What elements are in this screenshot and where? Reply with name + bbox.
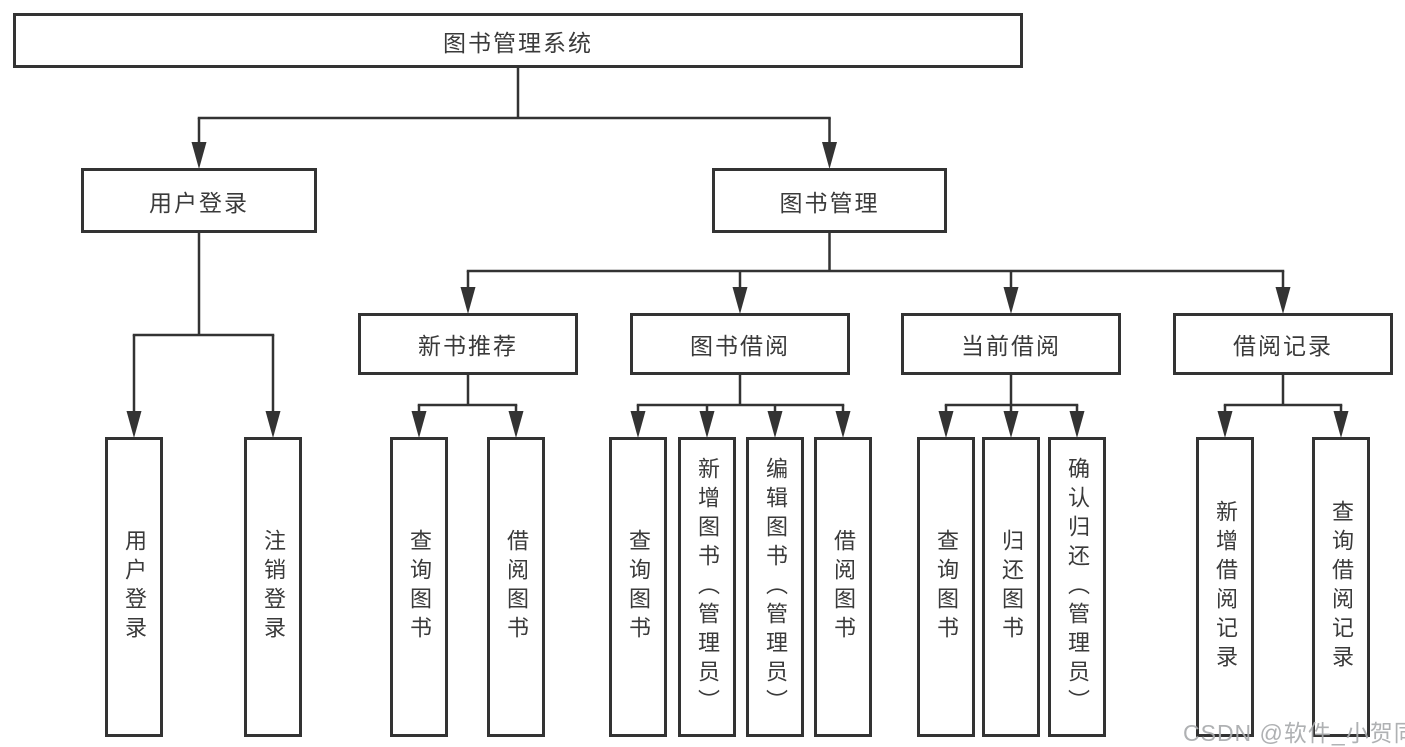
- arrowhead-icon: [699, 411, 715, 438]
- node-book-borrow: 图书借阅: [630, 313, 850, 375]
- node-label: 图书管理: [779, 189, 880, 216]
- node-label: 确认归还（管理员）: [1065, 456, 1090, 718]
- node-label: 借阅记录: [1233, 333, 1333, 359]
- node-borrow-records: 借阅记录: [1173, 313, 1393, 375]
- arrowhead-icon: [1069, 411, 1085, 438]
- node-label: 新增借阅记录: [1213, 500, 1238, 674]
- arrowhead-icon: [460, 287, 476, 314]
- node-label: 查询借阅记录: [1329, 500, 1354, 674]
- node-leaf-logout: 注销登录: [244, 437, 302, 737]
- node-leaf-confirm-return: 确认归还（管理员）: [1048, 437, 1106, 737]
- arrowhead-icon: [822, 142, 837, 169]
- arrowhead-icon: [508, 411, 524, 438]
- node-leaf-edit-book: 编辑图书（管理员）: [746, 437, 804, 737]
- node-label: 注销登录: [261, 529, 286, 645]
- arrowhead-icon: [1003, 287, 1019, 314]
- node-leaf-return-book: 归还图书: [982, 437, 1040, 737]
- node-leaf-add-book: 新增图书（管理员）: [678, 437, 736, 737]
- node-label: 归还图书: [999, 529, 1024, 645]
- arrowhead-icon: [938, 411, 954, 438]
- node-label: 查询图书: [934, 529, 959, 645]
- arrowhead-icon: [732, 287, 748, 314]
- node-current-borrow: 当前借阅: [901, 313, 1121, 375]
- node-leaf-query-record: 查询借阅记录: [1312, 437, 1370, 737]
- node-label: 新书推荐: [418, 333, 518, 359]
- arrowhead-icon: [265, 411, 281, 438]
- node-label: 用户登录: [122, 529, 147, 645]
- arrowhead-icon: [1217, 411, 1233, 438]
- node-user-login: 用户登录: [81, 168, 317, 233]
- node-leaf-query-book-1: 查询图书: [390, 437, 448, 737]
- arrowhead-icon: [1003, 411, 1019, 438]
- arrowhead-icon: [1275, 287, 1291, 314]
- node-label: 编辑图书（管理员）: [763, 456, 788, 718]
- node-root: 图书管理系统: [13, 13, 1023, 68]
- node-leaf-borrow-book-2: 借阅图书: [814, 437, 872, 737]
- node-leaf-borrow-book-1: 借阅图书: [487, 437, 545, 737]
- node-label: 当前借阅: [961, 333, 1061, 359]
- arrowhead-icon: [191, 142, 207, 169]
- arrowhead-icon: [767, 411, 783, 438]
- arrowhead-icon: [835, 411, 851, 438]
- node-label: 图书管理系统: [443, 29, 593, 56]
- node-label: 用户登录: [149, 189, 249, 216]
- node-leaf-query-book-3: 查询图书: [917, 437, 975, 737]
- arrowhead-icon: [1333, 411, 1349, 438]
- arrowhead-icon: [126, 411, 142, 438]
- node-new-book-rec: 新书推荐: [358, 313, 578, 375]
- node-leaf-user-login: 用户登录: [105, 437, 163, 737]
- node-label: 查询图书: [407, 529, 432, 645]
- node-label: 借阅图书: [504, 529, 529, 645]
- node-book-mgmt: 图书管理: [712, 168, 947, 233]
- node-leaf-query-book-2: 查询图书: [609, 437, 667, 737]
- node-label: 新增图书（管理员）: [695, 456, 720, 718]
- node-label: 查询图书: [626, 529, 651, 645]
- arrowhead-icon: [630, 411, 646, 438]
- node-leaf-add-record: 新增借阅记录: [1196, 437, 1254, 737]
- node-label: 图书借阅: [690, 333, 790, 359]
- node-label: 借阅图书: [831, 529, 856, 645]
- arrowhead-icon: [411, 411, 427, 438]
